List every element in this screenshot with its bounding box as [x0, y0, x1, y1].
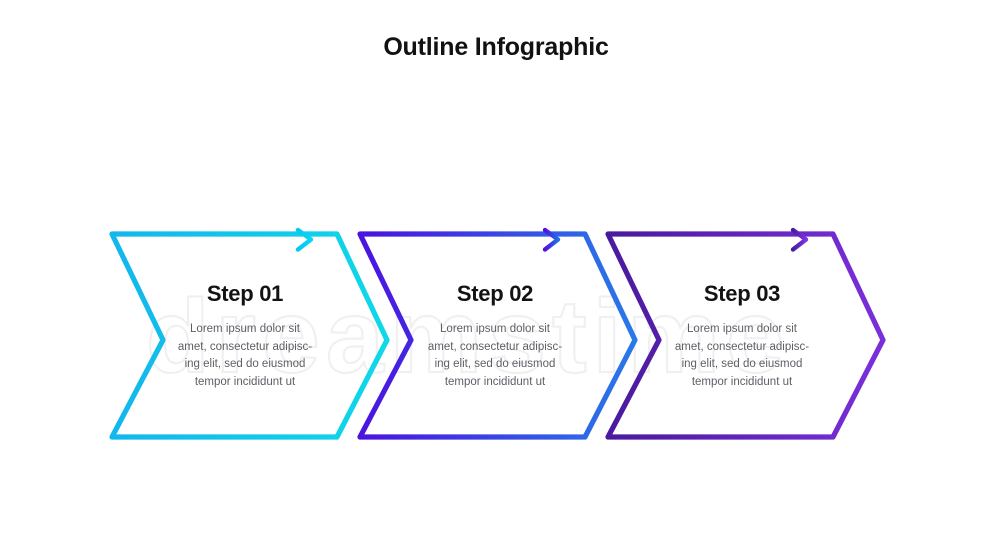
step-desc-line: ing elit, sed do eiusmod — [184, 358, 306, 370]
step-desc-line: Lorem ipsum dolor sit — [440, 323, 550, 335]
chevron-outline-step-01[interactable] — [109, 231, 390, 440]
step-desc-line: tempor incididunt ut — [691, 375, 793, 388]
step-title-01: Step 01 — [206, 281, 284, 306]
arrow-right-icon-3 — [627, 227, 809, 252]
step-desc-line: ing elit, sed do eiusmod — [681, 358, 803, 370]
step-desc-line: tempor incididunt ut — [194, 375, 296, 388]
step-desc-line: amet, consectetur adipisc- — [427, 340, 563, 353]
step-block-01: Step 01 Lorem ipsum dolor sit amet, cons… — [140, 281, 350, 391]
step-desc-line: amet, consectetur adipisc- — [674, 340, 810, 353]
chevron-outline-step-03[interactable] — [605, 231, 886, 440]
chevron-outline-step-02[interactable] — [357, 231, 638, 440]
step-block-02: Step 02 Lorem ipsum dolor sit amet, cons… — [390, 281, 600, 391]
step-description-01: Lorem ipsum dolor sit amet, consectetur … — [140, 321, 350, 391]
arrow-right-icon-1 — [128, 227, 314, 252]
step-desc-line: ing elit, sed do eiusmod — [434, 358, 556, 370]
step-desc-line: tempor incididunt ut — [444, 375, 546, 388]
step-description-03: Lorem ipsum dolor sit amet, consectetur … — [637, 321, 847, 391]
arrow-right-icon-2 — [378, 227, 561, 252]
step-block-03: Step 03 Lorem ipsum dolor sit amet, cons… — [637, 281, 847, 391]
step-title-03: Step 03 — [703, 281, 781, 306]
page-title: Outline Infographic — [383, 33, 609, 61]
step-description-02: Lorem ipsum dolor sit amet, consectetur … — [390, 321, 600, 391]
step-desc-line: Lorem ipsum dolor sit — [190, 323, 300, 335]
step-title-02: Step 02 — [456, 281, 534, 306]
step-desc-line: amet, consectetur adipisc- — [177, 340, 313, 353]
step-desc-line: Lorem ipsum dolor sit — [687, 323, 797, 335]
